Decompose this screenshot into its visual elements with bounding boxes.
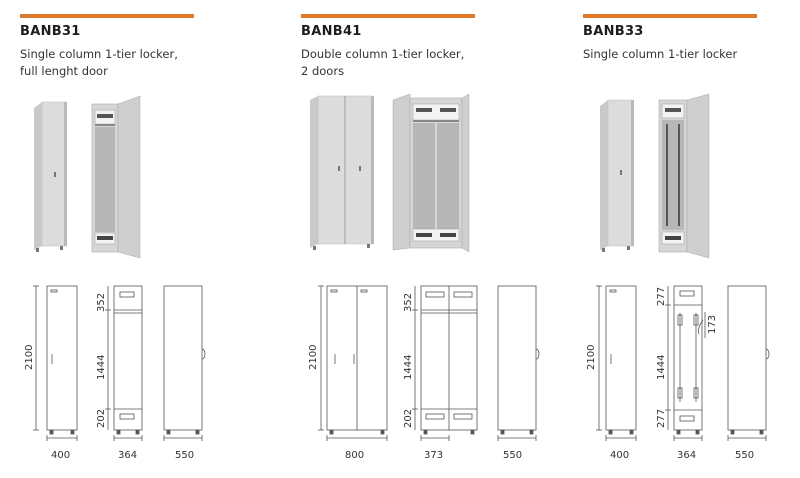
- inner-width-dimension: 373: [424, 450, 443, 461]
- width-dimension: 800: [345, 450, 364, 461]
- accent-bar: [301, 14, 475, 18]
- product-description: Single column 1-tier locker, full lenght…: [20, 47, 178, 78]
- side-elevation-drawing: [727, 285, 770, 441]
- middle-section-dimension: 1444: [403, 355, 414, 380]
- product-banb31: BANB31 Single column 1-tier locker, full…: [20, 0, 250, 478]
- front-elevation-drawing: [318, 285, 388, 441]
- inner-width-dimension: 364: [677, 450, 696, 461]
- height-dimension: 2100: [586, 345, 597, 370]
- top-section-dimension: 352: [403, 293, 414, 312]
- inner-elevation-drawing: [105, 285, 143, 441]
- product-description: Single column 1-tier locker: [583, 47, 738, 61]
- product-code: BANB41: [301, 24, 362, 39]
- front-elevation-drawing: [596, 285, 637, 441]
- accent-bar: [583, 14, 757, 18]
- product-code: BANB33: [583, 24, 644, 39]
- closed-locker-image: [600, 99, 634, 252]
- closed-locker-image: [310, 95, 374, 250]
- locker-illustration-banb33: 2100 400 277 1444 277 173 364: [586, 93, 770, 461]
- locker-illustration-banb31: 2100 400 352 1444 202 364 550: [24, 95, 206, 461]
- depth-dimension: 550: [735, 450, 754, 461]
- side-elevation-drawing: [497, 285, 540, 441]
- closed-locker-image: [34, 101, 67, 252]
- product-banb41: BANB41 Double column 1-tier locker, 2 do…: [301, 0, 551, 478]
- top-section-dimension: 352: [96, 293, 107, 312]
- bottom-section-dimension: 202: [403, 409, 414, 428]
- product-code: BANB31: [20, 24, 81, 39]
- product-description: Double column 1-tier locker, 2 doors: [301, 47, 465, 78]
- top-section-dimension: 277: [656, 287, 667, 306]
- bottom-section-dimension: 277: [656, 409, 667, 428]
- inner-elevation-drawing: [665, 285, 706, 441]
- depth-dimension: 550: [175, 450, 194, 461]
- height-dimension: 2100: [24, 345, 35, 370]
- hook-dimension: 173: [707, 315, 718, 334]
- side-elevation-drawing: [163, 285, 206, 441]
- open-locker-image: [91, 95, 141, 259]
- open-locker-image: [658, 93, 710, 259]
- width-dimension: 400: [610, 450, 629, 461]
- middle-section-dimension: 1444: [96, 355, 107, 380]
- product-banb33: BANB33 Single column 1-tier locker: [583, 0, 793, 478]
- width-dimension: 400: [51, 450, 70, 461]
- locker-illustration-banb41: 2100 800 352 1444 202 373 550: [308, 93, 540, 461]
- open-locker-image: [392, 93, 470, 253]
- depth-dimension: 550: [503, 450, 522, 461]
- middle-section-dimension: 1444: [656, 355, 667, 380]
- front-elevation-drawing: [33, 285, 78, 441]
- bottom-section-dimension: 202: [96, 409, 107, 428]
- height-dimension: 2100: [308, 345, 319, 370]
- inner-width-dimension: 364: [118, 450, 137, 461]
- inner-elevation-drawing: [412, 285, 478, 441]
- accent-bar: [20, 14, 194, 18]
